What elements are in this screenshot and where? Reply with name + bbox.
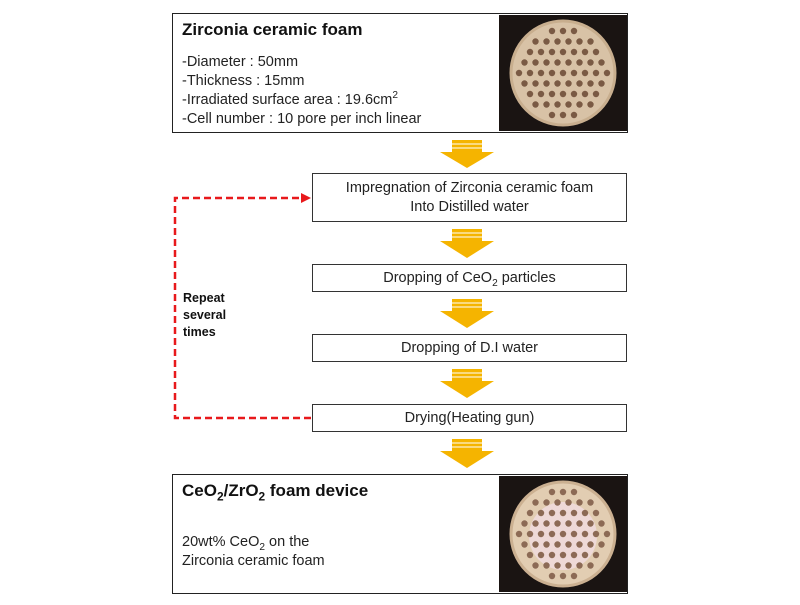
zirconia-foam-specs: -Diameter : 50mm -Thickness : 15mm -Irra… [182, 53, 421, 129]
device-foam-photo [499, 476, 627, 592]
step-impregnation-box: Impregnation of Zirconia ceramic foam In… [312, 173, 627, 222]
flow-arrow-2 [440, 229, 494, 258]
step-dropping-di-box: Dropping of D.I water [312, 334, 627, 362]
step-drying-label: Drying(Heating gun) [404, 409, 535, 426]
flow-arrow-1 [440, 140, 494, 168]
device-description: 20wt% CeO2 on the Zirconia ceramic foam [182, 533, 325, 571]
step-impregnation-line1: Impregnation of Zirconia ceramic foam [345, 179, 594, 196]
step-impregnation-line2: Into Distilled water [410, 198, 529, 215]
step-dropping-ceo2-box: Dropping of CeO2 particles [312, 264, 627, 292]
zirconia-foam-box: Zirconia ceramic foam -Diameter : 50mm -… [172, 13, 628, 133]
repeat-label: Repeat several times [183, 291, 227, 339]
step-dropping-di-label: Dropping of D.I water [400, 339, 538, 356]
spec-cell-number: -Cell number : 10 pore per inch linear [182, 111, 422, 127]
device-desc-line1: 20wt% CeO2 on the [182, 534, 310, 553]
flow-arrow-4 [440, 369, 494, 398]
flow-arrow-3 [440, 299, 494, 328]
spec-thickness: -Thickness : 15mm [182, 73, 305, 89]
step-dropping-ceo2-label: Dropping of CeO2 particles [383, 269, 556, 289]
device-box: CeO2/ZrO2 foam device 20wt% CeO2 on the … [172, 474, 628, 594]
zirconia-foam-photo [499, 15, 627, 131]
device-desc-line2: Zirconia ceramic foam [182, 553, 325, 569]
spec-diameter: -Diameter : 50mm [182, 54, 299, 70]
step-drying-box: Drying(Heating gun) [312, 404, 627, 432]
flow-arrow-5 [440, 439, 494, 468]
spec-area: -Irradiated surface area : 19.6cm2 [182, 90, 398, 108]
device-title: CeO2/ZrO2 foam device [182, 481, 369, 504]
repeat-loop-arrow [173, 193, 311, 420]
zirconia-foam-title: Zirconia ceramic foam [182, 20, 363, 39]
